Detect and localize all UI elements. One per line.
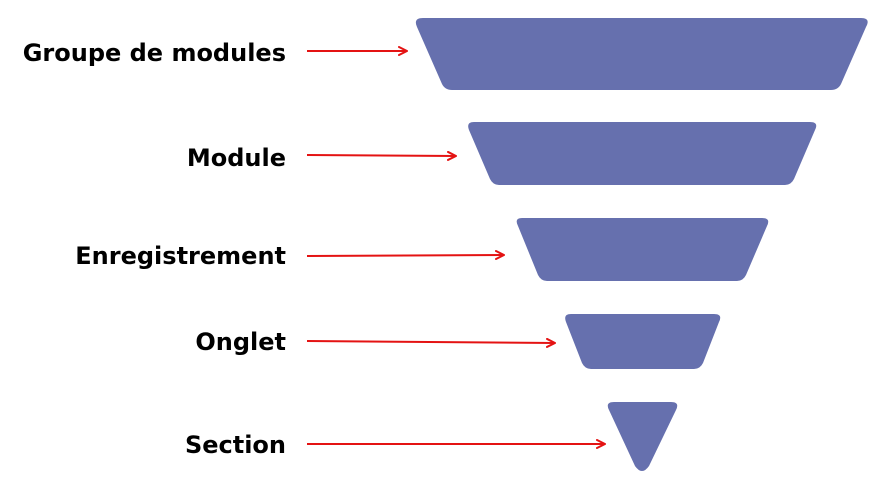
arrow-module xyxy=(306,150,457,161)
level-label-onglet: Onglet xyxy=(195,328,286,356)
funnel-tier-groupe-de-modules xyxy=(415,18,868,90)
funnel-tier-section xyxy=(607,402,678,471)
funnel-tier-onglet xyxy=(565,314,721,369)
arrow-onglet xyxy=(306,337,556,348)
level-label-section: Section xyxy=(184,431,286,459)
funnel-tier-module xyxy=(468,122,817,185)
arrow-enregistrement xyxy=(306,250,505,261)
level-label-groupe-de-modules: Groupe de modules xyxy=(22,39,286,67)
funnel-tier-enregistrement xyxy=(516,218,769,281)
level-label-enregistrement: Enregistrement xyxy=(75,242,286,270)
level-label-module: Module xyxy=(186,144,286,172)
